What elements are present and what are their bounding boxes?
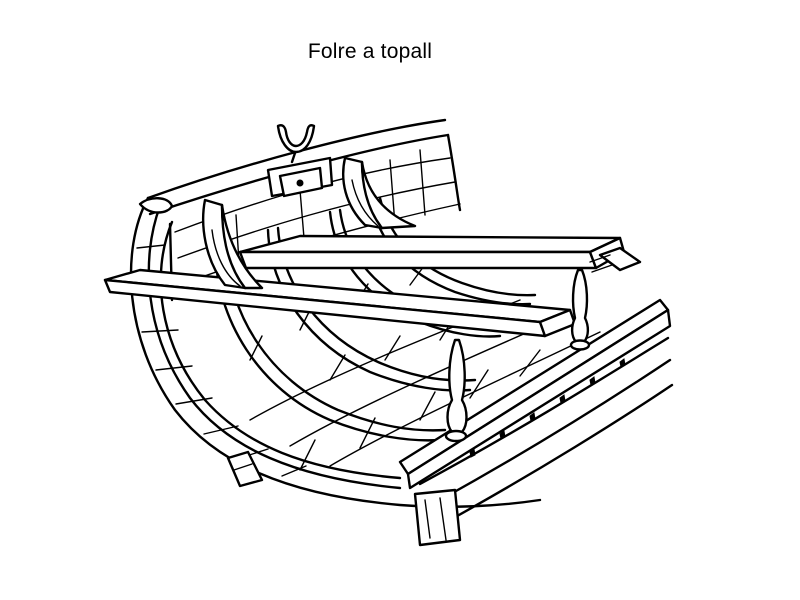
thwart-pillars [444, 268, 591, 443]
side-rail [398, 298, 674, 547]
front-thwart [103, 198, 577, 338]
rear-thwart [238, 156, 626, 270]
oarlock-icon [266, 124, 334, 198]
rear-thwart-end [589, 246, 642, 273]
keel [226, 450, 264, 488]
page-title: Folre a topall [307, 40, 433, 63]
